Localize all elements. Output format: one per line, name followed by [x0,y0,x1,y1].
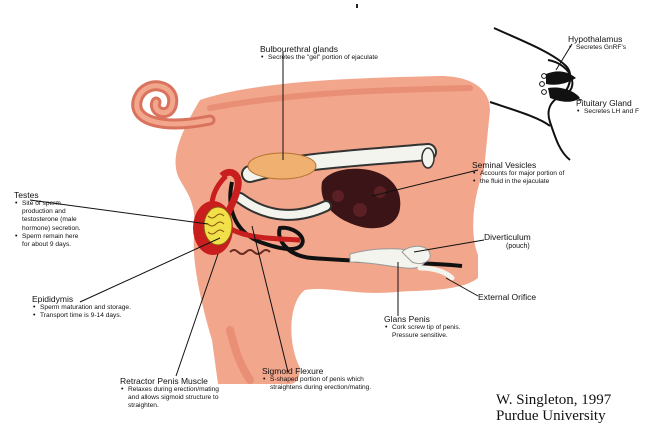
inset-dot [542,90,547,95]
label-bullet-line: hormone) secretion. [22,225,81,233]
label-hypothalamus: Hypothalamus Secretes GnRF's [568,34,626,52]
label-bullets: Sperm maturation and storage. Transport … [32,304,131,320]
label-epididymis: Epididymis Sperm maturation and storage.… [32,294,131,320]
label-bullet: Transport time is 9-14 days. [40,312,131,320]
label-bullet-line: Pressure sensitive. [392,332,461,340]
label-bulbourethral-glands: Bulbourethral glands Secretes the "gel" … [260,44,378,62]
label-bullet-line: for about 9 days. [22,241,81,249]
label-bullets: Secretes GnRF's [568,44,626,52]
bulbourethral-gland [248,153,316,179]
label-bullet: Cork screw tip of penis. [392,324,461,332]
label-bullet: Secretes the "gel" portion of ejaculate [268,54,378,62]
label-bullet: Sperm maturation and storage. [40,304,131,312]
label-title: Epididymis [32,294,131,304]
label-bullets: Relaxes during erection/mating and allow… [120,386,219,411]
label-bullet: Secretes LH and F [584,108,639,116]
inset-dot [540,82,545,87]
rectum-opening [422,148,434,168]
label-bullets: Cork screw tip of penis. Pressure sensit… [384,324,461,340]
label-title: External Orifice [478,292,536,302]
label-bullet: Relaxes during erection/mating [128,386,219,394]
credit-institution: Purdue University [496,408,606,424]
label-title: Sigmoid Flexure [262,366,371,376]
seminal-vesicle [353,203,367,217]
label-bullet-line: testosterone (male [22,216,81,224]
label-bullet-text: the fluid in the ejaculate [480,178,549,185]
label-bullet-continuation: the fluid in the ejaculate [480,178,564,186]
label-bullet: S-shaped portion of penis which [270,376,371,384]
label-title: Seminal Vesicles [472,160,564,170]
label-bullets: Accounts for major portion of the fluid … [472,170,564,186]
label-pituitary-gland: Pituitary Gland Secretes LH and F [576,98,639,116]
label-bullet-line: straighten. [128,402,219,410]
label-external-orifice: External Orifice [478,292,536,302]
label-title: Glans Penis [384,314,461,324]
label-title: Pituitary Gland [576,98,639,108]
label-bullet: Sperm remain here [22,233,81,241]
credit-author: W. Singleton, 1997 [496,392,611,408]
label-bullets: Site of sperm production and testosteron… [14,200,81,249]
label-subtitle: (pouch) [484,242,531,252]
label-title: Diverticulum [484,232,531,242]
label-title: Testes [14,190,81,200]
label-title: Retractor Penis Muscle [120,376,219,386]
label-testes: Testes Site of sperm production and test… [14,190,81,249]
label-title: Hypothalamus [568,34,626,44]
seminal-vesicle [332,190,344,202]
label-bullet-line: production and [22,208,81,216]
label-retractor-penis-muscle: Retractor Penis Muscle Relaxes during er… [120,376,219,411]
label-bullet: Secretes GnRF's [576,44,626,52]
label-bullet-line: and allows sigmoid structure to [128,394,219,402]
label-seminal-vesicles: Seminal Vesicles Accounts for major port… [472,160,564,186]
label-bullets: Secretes LH and F [576,108,639,116]
label-bullets: Secretes the "gel" portion of ejaculate [260,54,378,62]
label-bullet: Site of sperm [22,200,81,208]
label-glans-penis: Glans Penis Cork screw tip of penis. Pre… [384,314,461,340]
label-bullets: S-shaped portion of penis which straight… [262,376,371,392]
label-diverticulum: Diverticulum (pouch) [484,232,531,252]
inset-dot [542,74,547,79]
label-sigmoid-flexure: Sigmoid Flexure S-shaped portion of peni… [262,366,371,392]
label-bullet-line: straightens during erection/mating. [270,384,371,392]
seminal-vesicle [374,186,386,198]
label-title: Bulbourethral glands [260,44,378,54]
label-bullet: Accounts for major portion of [480,170,564,178]
brain-outline [490,102,550,126]
